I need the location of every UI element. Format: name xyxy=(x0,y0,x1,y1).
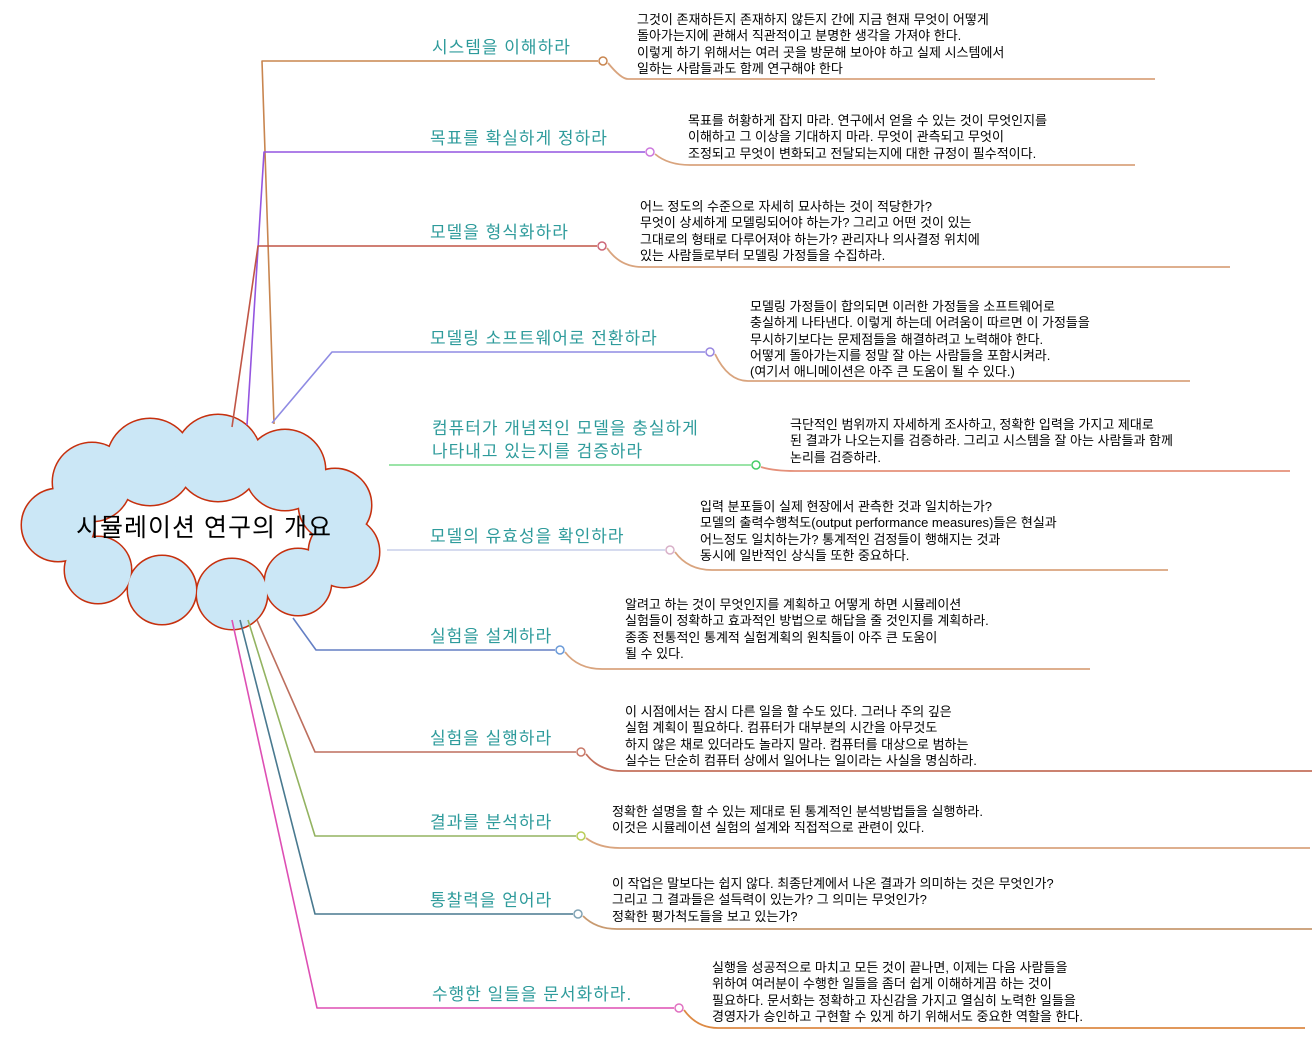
branch-2-line xyxy=(246,151,645,426)
branch-3-line xyxy=(231,245,597,428)
branch-8-line xyxy=(256,619,576,753)
branch-7-line xyxy=(292,617,555,651)
branch-8-connector-dot xyxy=(576,747,586,757)
branch-note-4[interactable]: 모델링 가정들이 합의되면 이러한 가정들을 소프트웨어로 충실하게 나타낸다.… xyxy=(750,299,1090,380)
branch-4-connector-dot xyxy=(705,347,715,357)
branch-note-6[interactable]: 입력 분포들이 실제 현장에서 관측한 것과 일치하는가? 모델의 출력수행척도… xyxy=(700,499,1057,563)
branch-1-note-underline xyxy=(607,62,1155,80)
branch-8-note-underline xyxy=(585,753,1312,772)
branch-title-2[interactable]: 목표를 확실하게 정하라 xyxy=(430,129,608,148)
branch-1-line xyxy=(261,60,598,425)
branch-note-2[interactable]: 목표를 허황하게 잡지 마라. 연구에서 얻을 수 있는 것이 무엇인지를 이해… xyxy=(688,113,1048,161)
branch-4-note-underline xyxy=(714,353,1190,382)
branch-note-10[interactable]: 이 작업은 말보다는 쉽지 않다. 최종단계에서 나온 결과가 의미하는 것은 … xyxy=(612,876,1054,924)
branch-11-note-underline xyxy=(683,1009,1305,1029)
branch-title-4[interactable]: 모델링 소프트웨어로 전환하라 xyxy=(430,329,658,348)
branch-note-8[interactable]: 이 시점에서는 잠시 다른 일을 할 수도 있다. 그러나 주의 깊은 실험 계… xyxy=(625,704,977,768)
branch-title-6[interactable]: 모델의 유효성을 확인하라 xyxy=(430,527,625,546)
branch-title-7[interactable]: 실험을 설계하라 xyxy=(430,627,553,646)
branch-1-connector-dot xyxy=(598,56,608,66)
branch-note-9[interactable]: 정확한 설명을 할 수 있는 제대로 된 통계적인 분석방법들을 실행하라. 이… xyxy=(612,804,983,836)
branch-title-9[interactable]: 결과를 분석하라 xyxy=(430,813,553,832)
branch-title-1[interactable]: 시스템을 이해하라 xyxy=(432,38,571,57)
branch-10-note-underline xyxy=(582,915,1312,930)
root-node-label[interactable]: 시뮬레이션 연구의 개요 xyxy=(76,514,332,542)
branch-9-note-underline xyxy=(585,837,1310,849)
branch-title-11[interactable]: 수행한 일들을 문서화하라. xyxy=(432,985,633,1004)
branch-10-connector-dot xyxy=(573,909,583,919)
branch-9-line xyxy=(247,619,576,837)
branch-3-connector-dot xyxy=(597,241,607,251)
branch-title-10[interactable]: 통찰력을 얻어라 xyxy=(430,891,553,910)
branch-10-line xyxy=(239,619,573,915)
branch-4-line xyxy=(271,351,705,424)
branch-2-note-underline xyxy=(654,153,1135,166)
branch-note-5[interactable]: 극단적인 범위까지 자세하게 조사하고, 정확한 입력을 가지고 제대로 된 결… xyxy=(790,417,1173,465)
branch-7-connector-dot xyxy=(555,645,565,655)
branch-title-8[interactable]: 실험을 실행하라 xyxy=(430,729,553,748)
branch-6-connector-dot xyxy=(665,545,675,555)
branch-5-note-underline xyxy=(760,466,1290,472)
branch-note-11[interactable]: 실행을 성공적으로 마치고 모든 것이 끝나면, 이제는 다음 사람들을 위하여… xyxy=(712,960,1083,1024)
branch-9-connector-dot xyxy=(576,831,586,841)
branch-3-note-underline xyxy=(606,247,1230,268)
branch-note-7[interactable]: 알려고 하는 것이 무엇인지를 계획하고 어떻게 하면 시뮬레이션 실험들이 정… xyxy=(625,597,989,661)
branch-11-line xyxy=(231,619,674,1009)
branch-note-3[interactable]: 어느 정도의 수준으로 자세히 묘사하는 것이 적당한가? 무엇이 상세하게 모… xyxy=(640,199,980,263)
branch-2-connector-dot xyxy=(645,147,655,157)
branch-title-3[interactable]: 모델을 형식화하라 xyxy=(430,223,569,242)
branch-title-5[interactable]: 컴퓨터가 개념적인 모델을 충실하게 나타내고 있는지를 검증하라 xyxy=(432,419,699,461)
branch-7-note-underline xyxy=(564,651,1090,670)
root-node-cloud[interactable] xyxy=(20,413,381,631)
branch-11-connector-dot xyxy=(674,1003,684,1013)
branch-note-1[interactable]: 그것이 존재하든지 존재하지 않든지 간에 지금 현재 무엇이 어떻게 돌아가는… xyxy=(637,12,1005,76)
branch-6-note-underline xyxy=(674,551,1168,571)
branch-5-connector-dot xyxy=(751,460,761,470)
